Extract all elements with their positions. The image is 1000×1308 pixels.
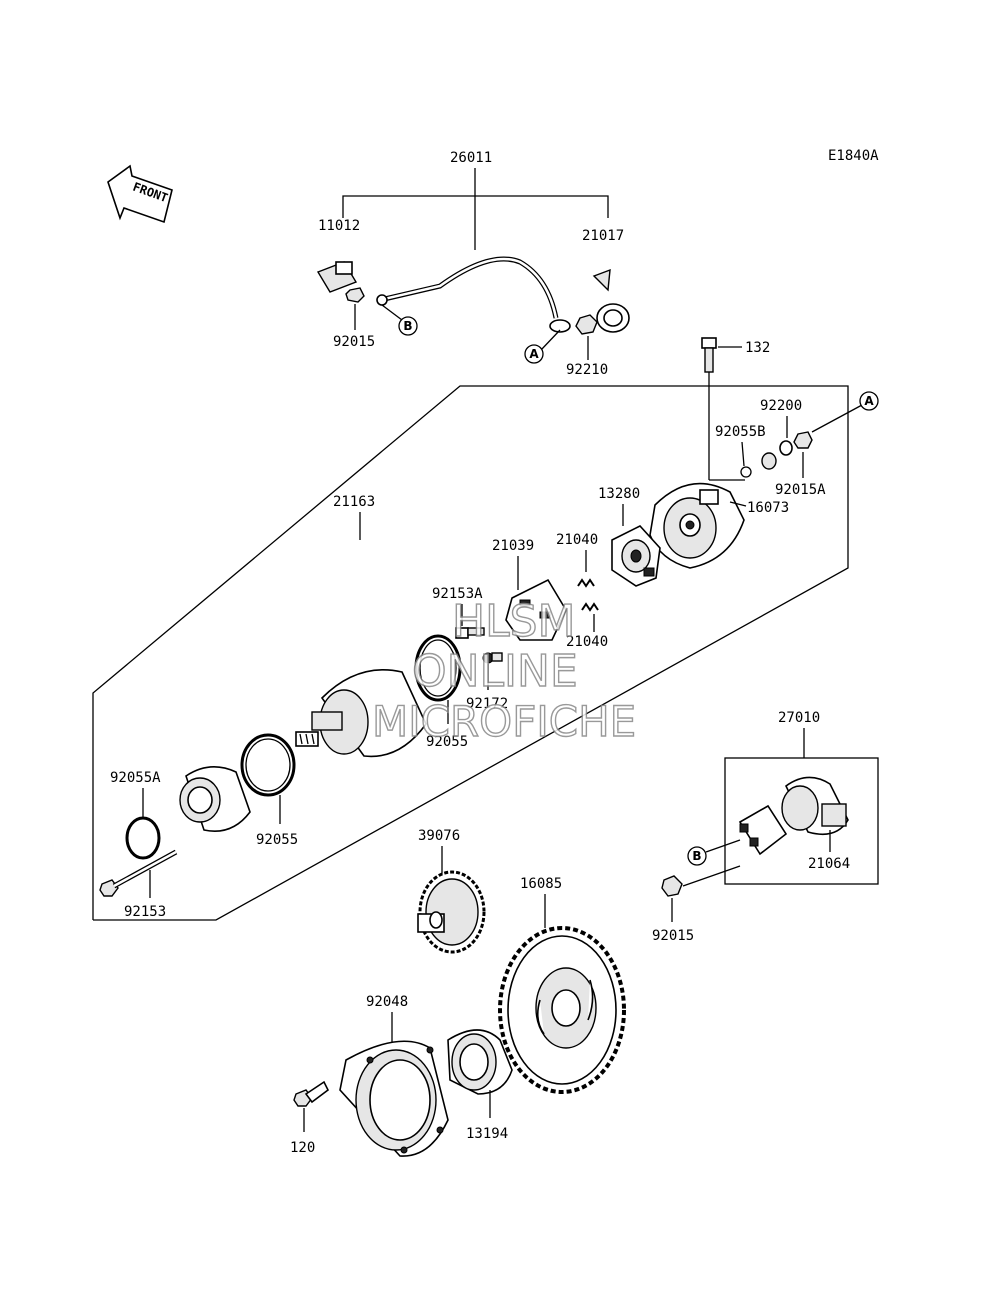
label-92055B: 92055B [715, 424, 766, 440]
connector-b-text: B [403, 319, 412, 333]
screw-92153A [455, 627, 485, 639]
oring-92055B [740, 466, 752, 478]
oring-92055-lower [240, 733, 296, 797]
label-13194: 13194 [466, 1126, 508, 1142]
clutch-cage-13194 [447, 1029, 513, 1095]
leader-26011 [342, 168, 609, 250]
washer-left [761, 452, 777, 470]
brush-holder-13280 [611, 525, 661, 587]
label-11012: 11012 [318, 218, 360, 234]
label-13280: 13280 [598, 486, 640, 502]
label-26011: 26011 [450, 150, 492, 166]
nut-92015A [793, 431, 813, 449]
label-21040-b: 21040 [566, 634, 608, 650]
label-92153A: 92153A [432, 586, 483, 602]
nut-92210 [575, 314, 598, 335]
label-21040-a: 21040 [556, 532, 598, 548]
label-21039: 21039 [492, 538, 534, 554]
oring-92055-upper-inner [419, 639, 457, 697]
relay-body [738, 804, 788, 856]
label-92055-a: 92055 [426, 734, 468, 750]
cap-11012 [316, 261, 358, 293]
connector-a-marker-right [859, 391, 879, 411]
connector-a-marker [524, 344, 544, 364]
watermark-line1: HLSM [452, 596, 576, 647]
nut-92015-lower [661, 875, 683, 897]
label-92200: 92200 [760, 398, 802, 414]
watermark-line2: ONLINE [412, 646, 578, 697]
bolt-120 [293, 1080, 330, 1107]
label-16073: 16073 [747, 500, 789, 516]
bolt-92153 [99, 849, 178, 897]
idle-gear-39076 [417, 870, 486, 954]
oring-92055-lower-inner [245, 738, 291, 792]
diagram-code: E1840A [828, 148, 879, 164]
connector-a-text: A [529, 347, 539, 361]
end-cover-16073 [649, 482, 745, 569]
label-39076: 39076 [418, 828, 460, 844]
label-92055-b: 92055 [256, 832, 298, 848]
connector-b-marker-right [687, 846, 707, 866]
label-92210: 92210 [566, 362, 608, 378]
oring-92055-upper [414, 634, 462, 702]
assembly-outline-21163 [92, 385, 849, 921]
label-92048: 92048 [366, 994, 408, 1010]
spring-21040-a [577, 578, 595, 588]
label-92015-top: 92015 [333, 334, 375, 350]
bolt-132 [701, 337, 717, 480]
label-132: 132 [745, 340, 770, 356]
label-27010: 27010 [778, 710, 820, 726]
label-120: 120 [290, 1140, 315, 1156]
oring-92055A [125, 816, 161, 860]
relay-group-outline [724, 757, 879, 885]
label-21017: 21017 [582, 228, 624, 244]
washer-92200 [779, 440, 793, 456]
front-arrow-icon: FRONT [107, 164, 173, 224]
screw-92172 [482, 652, 503, 664]
clutch-gear-16085 [498, 926, 626, 1094]
front-cover [179, 766, 251, 832]
yoke-armature [295, 669, 427, 758]
nut-92015-top [345, 287, 365, 303]
label-21064: 21064 [808, 856, 850, 872]
connector-b-marker [398, 316, 418, 336]
brush-plate-21039 [505, 578, 567, 641]
label-92055A: 92055A [110, 770, 161, 786]
watermark: HLSM ONLINE MICROFICHE [371, 595, 637, 746]
label-21163: 21163 [333, 494, 375, 510]
connector-a-text-right: A [864, 394, 874, 408]
label-92153: 92153 [124, 904, 166, 920]
spring-21040-b [581, 602, 599, 612]
watermark-line3: MICROFICHE [372, 697, 636, 746]
label-92015A: 92015A [775, 482, 826, 498]
connector-b-text-right: B [692, 849, 701, 863]
label-92015-lower: 92015 [652, 928, 694, 944]
starter-cable [376, 256, 571, 333]
label-16085: 16085 [520, 876, 562, 892]
label-92172: 92172 [466, 696, 508, 712]
one-way-clutch-92048 [339, 1040, 449, 1157]
relay-cover-21064 [781, 776, 849, 836]
boot-21017 [592, 268, 630, 333]
